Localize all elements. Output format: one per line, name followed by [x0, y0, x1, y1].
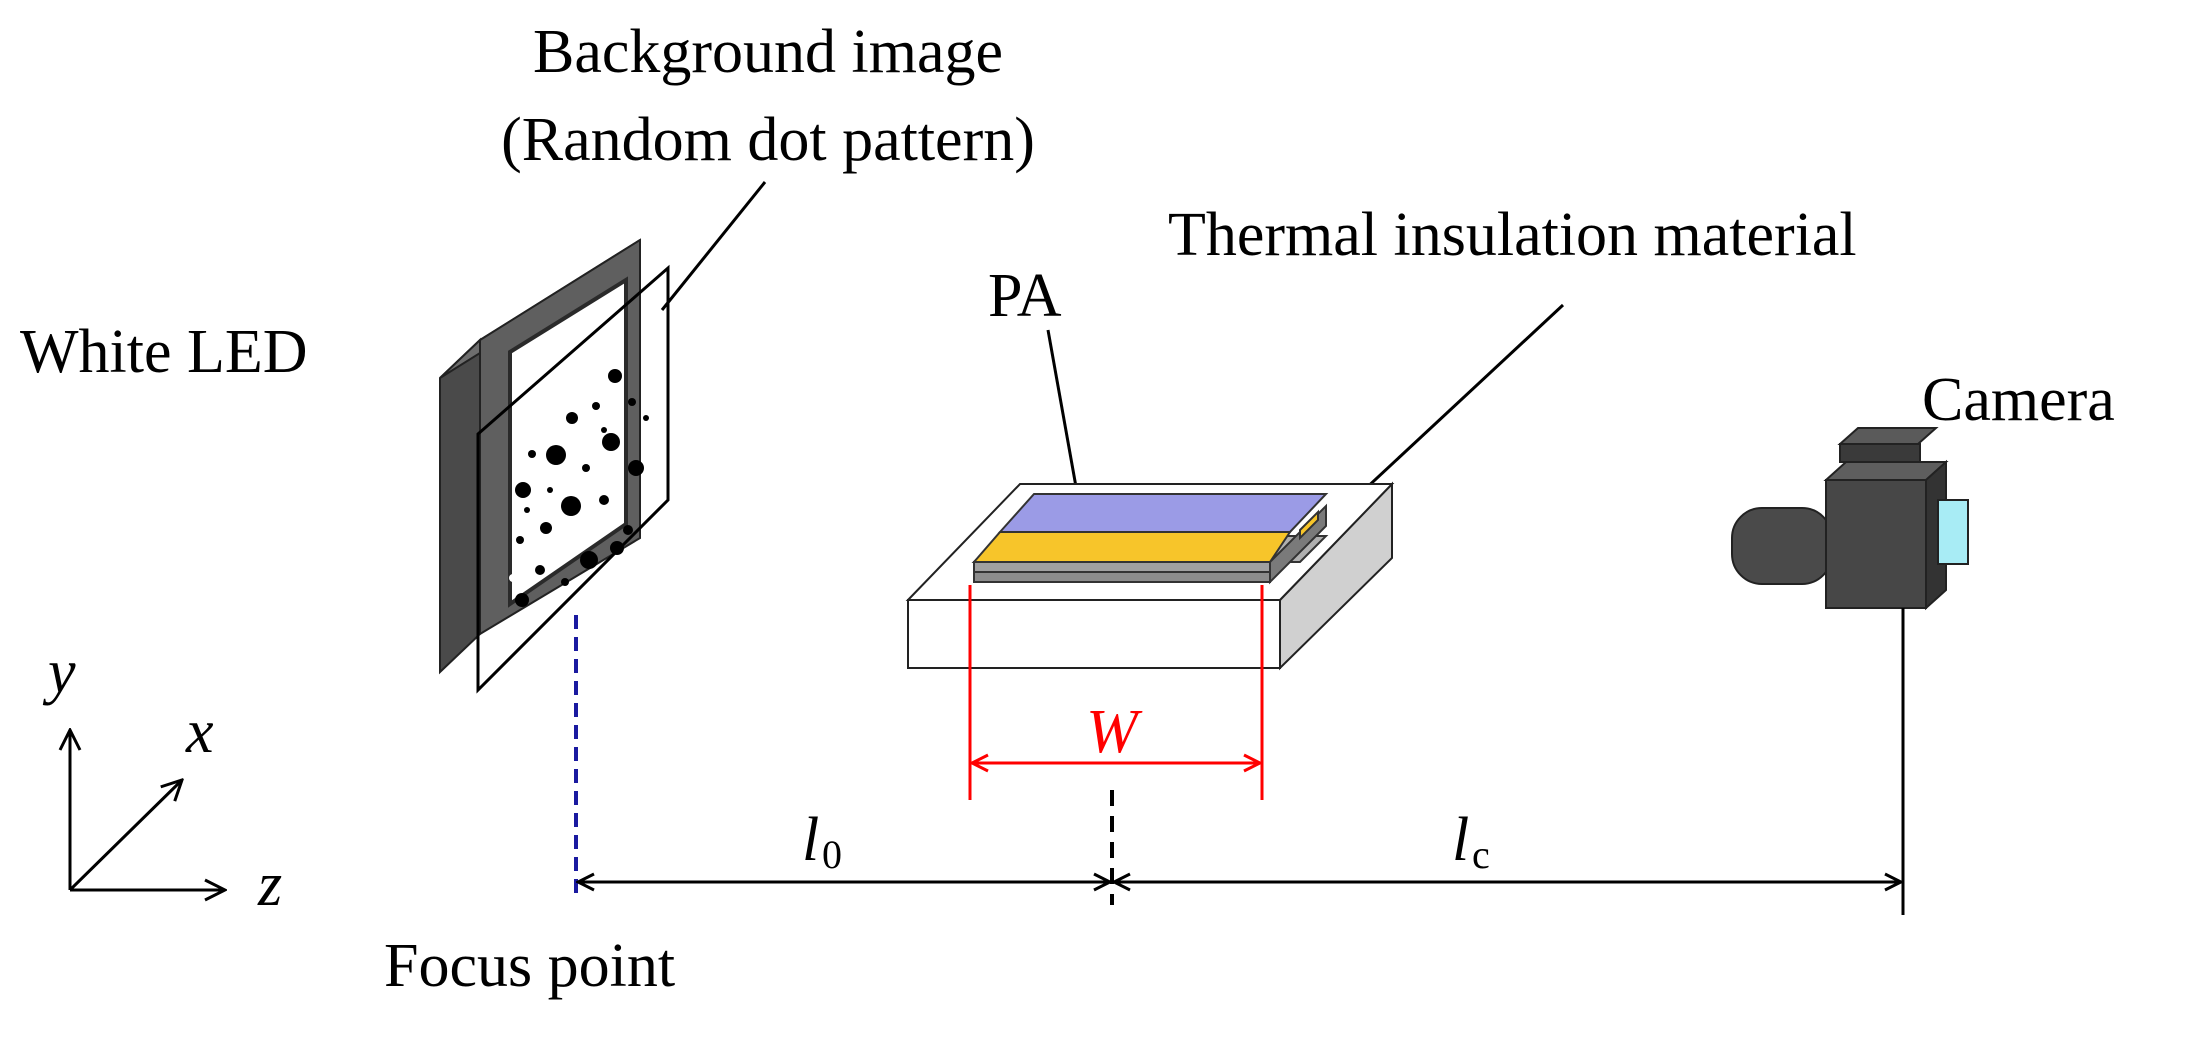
pa-electrode-strip [971, 531, 1292, 563]
random-dot-pattern-sheet [476, 264, 670, 694]
camera-body [1825, 479, 1927, 609]
camera [1731, 427, 1969, 611]
white-dot [509, 574, 517, 582]
pa-dielectric-film [997, 493, 1329, 533]
l0-subscript: 0 [822, 832, 842, 877]
camera-top-housing [1837, 427, 1939, 445]
background-leader-line [660, 181, 767, 311]
camera-top-block [1839, 443, 1921, 463]
random-dots [515, 369, 649, 607]
pa-leader-line [1046, 329, 1080, 499]
lc-label: l [1452, 806, 1469, 874]
pa-label: PA [988, 262, 1062, 330]
focus-point-label: Focus point [384, 932, 675, 1000]
insulation-front-face [907, 599, 1281, 669]
axis-y-label: y [42, 638, 76, 706]
camera-label: Camera [1922, 366, 2115, 434]
camera-screen [1937, 499, 1969, 565]
background-image-label: Background image [533, 18, 1003, 86]
coordinate-axes: y x z [42, 638, 282, 919]
pa-lower-plate [973, 571, 1271, 583]
led-side-face [439, 337, 481, 675]
l0-label: l [802, 806, 819, 874]
axis-z-label: z [257, 851, 282, 919]
pa-base-plate [973, 561, 1271, 573]
x-axis-arrow [68, 780, 182, 892]
pa-actuator [971, 493, 1329, 585]
random-dot-pattern-label: (Random dot pattern) [501, 106, 1035, 174]
axis-x-label: x [185, 698, 214, 766]
white-led-light-source [439, 238, 670, 694]
led-lit-window [508, 276, 628, 608]
camera-lens [1731, 507, 1833, 585]
insulation-leader-line [1360, 303, 1565, 494]
pa-electrode-side [1299, 509, 1319, 541]
width-label: W [1086, 698, 1143, 766]
thermal-insulation-label: Thermal insulation material [1168, 201, 1857, 269]
white-led-label: White LED [20, 318, 308, 386]
white-dot [544, 600, 552, 608]
width-dimension: W [968, 585, 1264, 800]
lc-subscript: c [1472, 832, 1490, 877]
camera-body-side [1925, 459, 1947, 611]
